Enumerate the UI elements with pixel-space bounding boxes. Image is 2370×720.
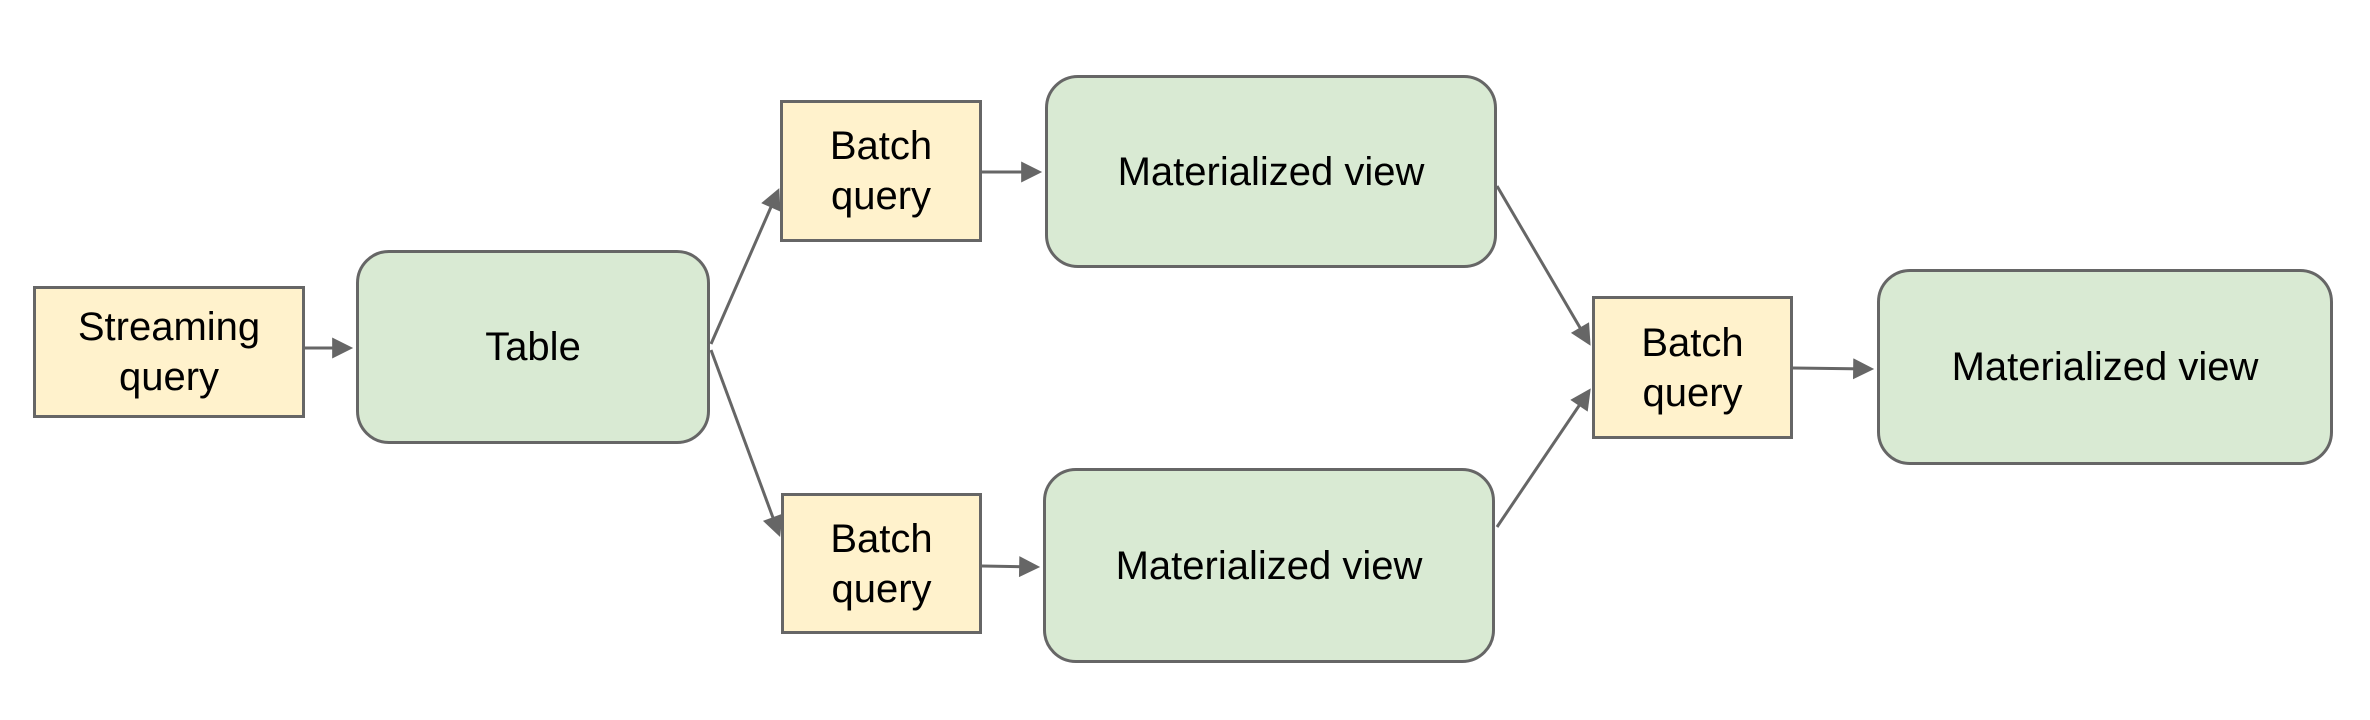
arrow-batch-query-right-to-materialized-view-right: [1792, 358, 1875, 380]
arrow-table-to-batch-query-bottom: [709, 349, 783, 537]
node-batch-query-top-label: Batch query: [829, 124, 933, 218]
node-materialized-view-bottom-label: Materialized view: [1115, 543, 1423, 588]
node-materialized-view-right: Materialized view: [1877, 269, 2333, 465]
node-table-label: Table: [485, 325, 581, 369]
node-materialized-view-top: Materialized view: [1045, 75, 1497, 268]
node-materialized-view-top-label: Materialized view: [1117, 149, 1425, 194]
node-materialized-view-right-label: Materialized view: [1951, 345, 2259, 389]
node-streaming-query-label: Streaming query: [77, 305, 261, 399]
arrow-batch-query-bottom-to-materialized-view-bottom: [981, 556, 1041, 578]
node-batch-query-top: Batch query: [780, 100, 982, 242]
arrow-table-to-batch-query-top: [709, 188, 781, 345]
node-materialized-view-bottom: Materialized view: [1043, 468, 1495, 663]
node-streaming-query: Streaming query: [33, 286, 305, 418]
arrow-materialized-view-top-to-batch-query-right: [1495, 185, 1591, 346]
arrow-materialized-view-bottom-to-batch-query-right: [1495, 388, 1591, 528]
node-table: Table: [356, 250, 710, 444]
node-batch-query-bottom-label: Batch query: [830, 516, 933, 611]
node-batch-query-right: Batch query: [1592, 296, 1793, 439]
node-batch-query-right-label: Batch query: [1641, 320, 1744, 415]
node-batch-query-bottom: Batch query: [781, 493, 982, 634]
